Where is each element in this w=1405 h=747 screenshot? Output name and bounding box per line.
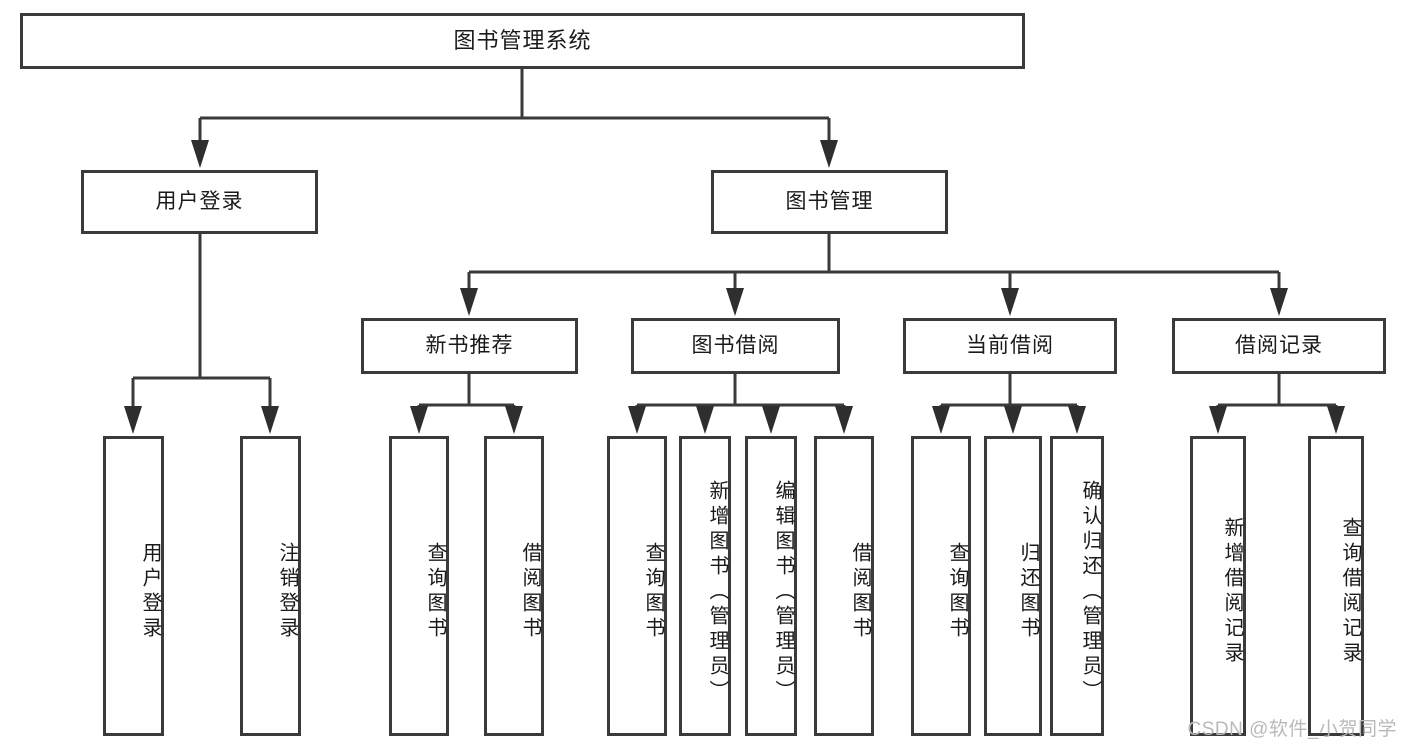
node-leaf-query-book-new[interactable]: 查询图书: [389, 436, 449, 736]
node-book-borrow[interactable]: 图书借阅: [631, 318, 840, 374]
node-leaf-query-book-current[interactable]: 查询图书: [911, 436, 971, 736]
arrow-user-login: [191, 140, 209, 168]
node-leaf-user-login[interactable]: 用户登录: [103, 436, 164, 736]
arrow-leaf-11: [1068, 406, 1086, 434]
arrow-leaf-7: [762, 406, 780, 434]
arrow-leaf-13: [1327, 406, 1345, 434]
node-leaf-query-borrow-record[interactable]: 查询借阅记录: [1308, 436, 1364, 736]
node-user-login[interactable]: 用户登录: [81, 170, 318, 234]
node-leaf-query-book-borrow[interactable]: 查询图书: [607, 436, 667, 736]
arrow-leaf-1: [124, 406, 142, 434]
node-root[interactable]: 图书管理系统: [20, 13, 1025, 69]
arrow-leaf-3: [410, 406, 428, 434]
node-leaf-edit-book-admin[interactable]: 编辑图书（管理员）: [745, 436, 797, 736]
node-leaf-return-book[interactable]: 归还图书: [984, 436, 1042, 736]
node-leaf-borrow-book[interactable]: 借阅图书: [814, 436, 874, 736]
node-new-book-recommend[interactable]: 新书推荐: [361, 318, 578, 374]
arrow-leaf-10: [1004, 406, 1022, 434]
node-leaf-logout[interactable]: 注销登录: [240, 436, 301, 736]
arrow-leaf-9: [932, 406, 950, 434]
arrow-leaf-4: [505, 406, 523, 434]
node-leaf-borrow-book-new[interactable]: 借阅图书: [484, 436, 544, 736]
arrow-current-borrow: [1001, 288, 1019, 316]
node-book-management[interactable]: 图书管理: [711, 170, 948, 234]
arrow-leaf-12: [1209, 406, 1227, 434]
node-leaf-add-book-admin[interactable]: 新增图书（管理员）: [679, 436, 731, 736]
node-current-borrow[interactable]: 当前借阅: [903, 318, 1117, 374]
arrow-leaf-6: [696, 406, 714, 434]
node-borrow-record[interactable]: 借阅记录: [1172, 318, 1386, 374]
arrow-leaf-8: [835, 406, 853, 434]
arrow-leaf-2: [261, 406, 279, 434]
node-leaf-add-borrow-record[interactable]: 新增借阅记录: [1190, 436, 1246, 736]
arrow-book-mgmt: [820, 140, 838, 168]
arrow-leaf-5: [628, 406, 646, 434]
arrow-new-book: [460, 288, 478, 316]
arrow-borrow-book: [726, 288, 744, 316]
watermark: CSDN @软件_小贺同学: [1187, 719, 1397, 740]
node-leaf-confirm-return-admin[interactable]: 确认归还（管理员）: [1050, 436, 1104, 736]
arrow-borrow-record: [1270, 288, 1288, 316]
